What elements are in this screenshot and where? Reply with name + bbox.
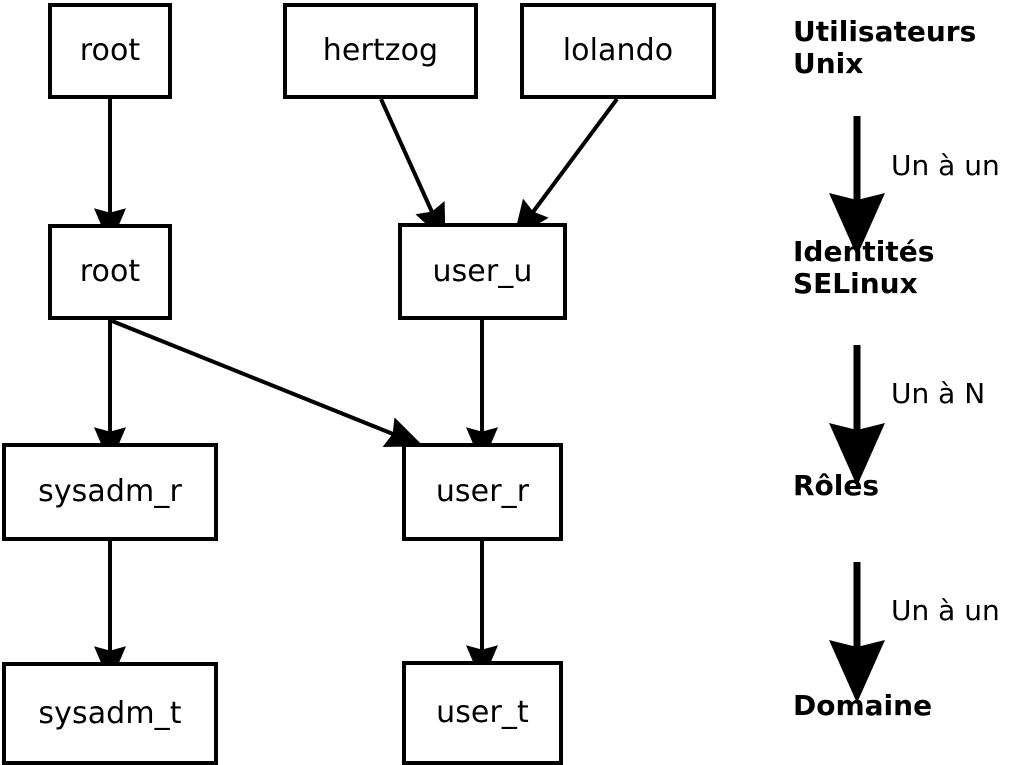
node-role-user-r[interactable]: user_r bbox=[402, 443, 563, 541]
node-label: root bbox=[79, 254, 141, 289]
edge-lolando-to-user-u bbox=[513, 97, 619, 239]
legend-level-domaine: Domaine bbox=[793, 689, 933, 722]
node-label: hertzog bbox=[322, 33, 439, 68]
legend-level-roles: Rôles bbox=[793, 469, 880, 502]
node-identity-root[interactable]: root bbox=[48, 224, 172, 320]
node-label: user_r bbox=[435, 474, 530, 509]
legend-level-selinux-identities: Identités SELinux bbox=[793, 235, 935, 301]
edge-identity-root-to-user-r bbox=[111, 319, 424, 448]
node-label: lolando bbox=[562, 33, 674, 68]
legend-arrow-1-label: Un à un bbox=[891, 149, 1000, 182]
node-unix-lolando[interactable]: lolando bbox=[520, 3, 716, 99]
node-label: root bbox=[79, 33, 141, 68]
node-unix-hertzog[interactable]: hertzog bbox=[283, 3, 478, 99]
node-label: user_t bbox=[436, 695, 529, 730]
legend-arrow-2-label: Un à N bbox=[891, 377, 986, 410]
node-domain-user-t[interactable]: user_t bbox=[402, 661, 563, 765]
node-identity-user-u[interactable]: user_u bbox=[398, 223, 567, 320]
edge-hertzog-to-user-u bbox=[379, 98, 446, 242]
legend-level-unix-users: Utilisateurs Unix bbox=[793, 15, 977, 81]
node-label: sysadm_t bbox=[38, 695, 182, 731]
node-label: user_u bbox=[432, 253, 533, 289]
node-label: sysadm_r bbox=[38, 474, 182, 509]
legend-arrow-3-label: Un à un bbox=[891, 594, 1000, 627]
node-domain-sysadm-t[interactable]: sysadm_t bbox=[2, 662, 218, 765]
node-unix-root[interactable]: root bbox=[48, 3, 172, 99]
node-role-sysadm-r[interactable]: sysadm_r bbox=[2, 443, 218, 541]
